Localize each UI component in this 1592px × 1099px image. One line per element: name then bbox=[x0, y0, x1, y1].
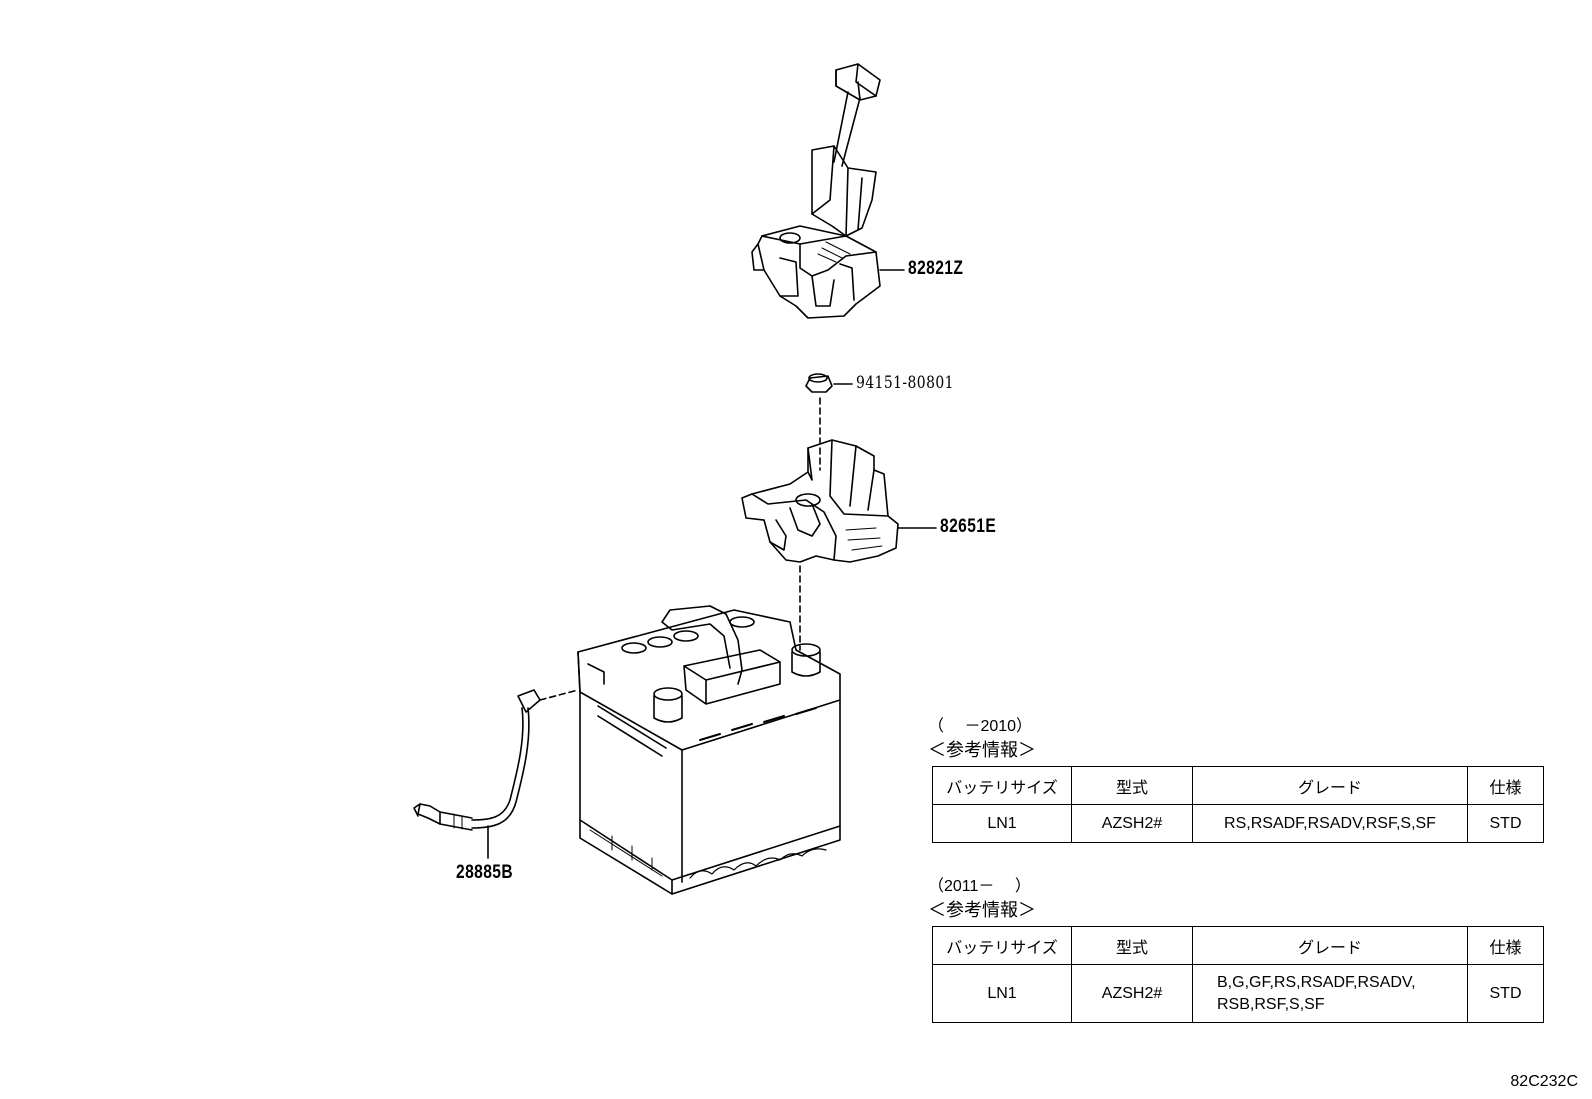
nut-94151-drawing bbox=[805, 373, 853, 471]
header-grade: グレード bbox=[1192, 766, 1468, 805]
cell-spec: STD bbox=[1467, 964, 1544, 1023]
cell-spec: STD bbox=[1467, 804, 1544, 843]
header-spec: 仕様 bbox=[1467, 766, 1544, 805]
cell-model: AZSH2# bbox=[1071, 964, 1193, 1023]
cell-battery-size: LN1 bbox=[932, 964, 1072, 1023]
part-label-28885b: 28885B bbox=[456, 862, 514, 883]
header-spec: 仕様 bbox=[1467, 926, 1544, 965]
table-header-row: バッテリサイズ 型式 グレード 仕様 bbox=[932, 926, 1544, 965]
cell-grade: B,G,GF,RS,RSADF,RSADV, RSB,RSF,S,SF bbox=[1192, 964, 1468, 1023]
reference-table-1: バッテリサイズ 型式 グレード 仕様 LN1 AZSH2# RS,RSADF,R… bbox=[932, 766, 1544, 843]
part-label-82651e: 82651E bbox=[940, 516, 997, 537]
bracket-82821z-drawing bbox=[751, 63, 905, 319]
cell-model: AZSH2# bbox=[1071, 804, 1193, 843]
reference-table-2: バッテリサイズ 型式 グレード 仕様 LN1 AZSH2# B,G,GF,RS,… bbox=[932, 926, 1544, 1023]
table-row: LN1 AZSH2# B,G,GF,RS,RSADF,RSADV, RSB,RS… bbox=[932, 964, 1544, 1023]
part-label-82821z: 82821Z bbox=[908, 258, 964, 279]
battery-drawing bbox=[539, 605, 841, 895]
header-model: 型式 bbox=[1071, 766, 1193, 805]
part-label-94151-80801: 94151-80801 bbox=[856, 373, 954, 393]
cell-grade: RS,RSADF,RSADV,RSF,S,SF bbox=[1192, 804, 1468, 843]
table-header-row: バッテリサイズ 型式 グレード 仕様 bbox=[932, 766, 1544, 805]
ref-heading-1: ＜参考情報＞ bbox=[928, 740, 1036, 760]
header-model: 型式 bbox=[1071, 926, 1193, 965]
ref-heading-2: ＜参考情報＞ bbox=[928, 900, 1036, 920]
illustration-code: 82C232C bbox=[1510, 1073, 1578, 1090]
period-label-1: （ －2010） bbox=[928, 718, 1033, 735]
header-battery-size: バッテリサイズ bbox=[932, 766, 1072, 805]
period-label-2: （2011－ ） bbox=[928, 878, 1031, 895]
cell-battery-size: LN1 bbox=[932, 804, 1072, 843]
sensor-cable-28885b-drawing bbox=[413, 689, 541, 859]
header-battery-size: バッテリサイズ bbox=[932, 926, 1072, 965]
clamp-82651e-drawing bbox=[741, 439, 937, 651]
header-grade: グレード bbox=[1192, 926, 1468, 965]
table-row: LN1 AZSH2# RS,RSADF,RSADV,RSF,S,SF STD bbox=[932, 804, 1544, 843]
